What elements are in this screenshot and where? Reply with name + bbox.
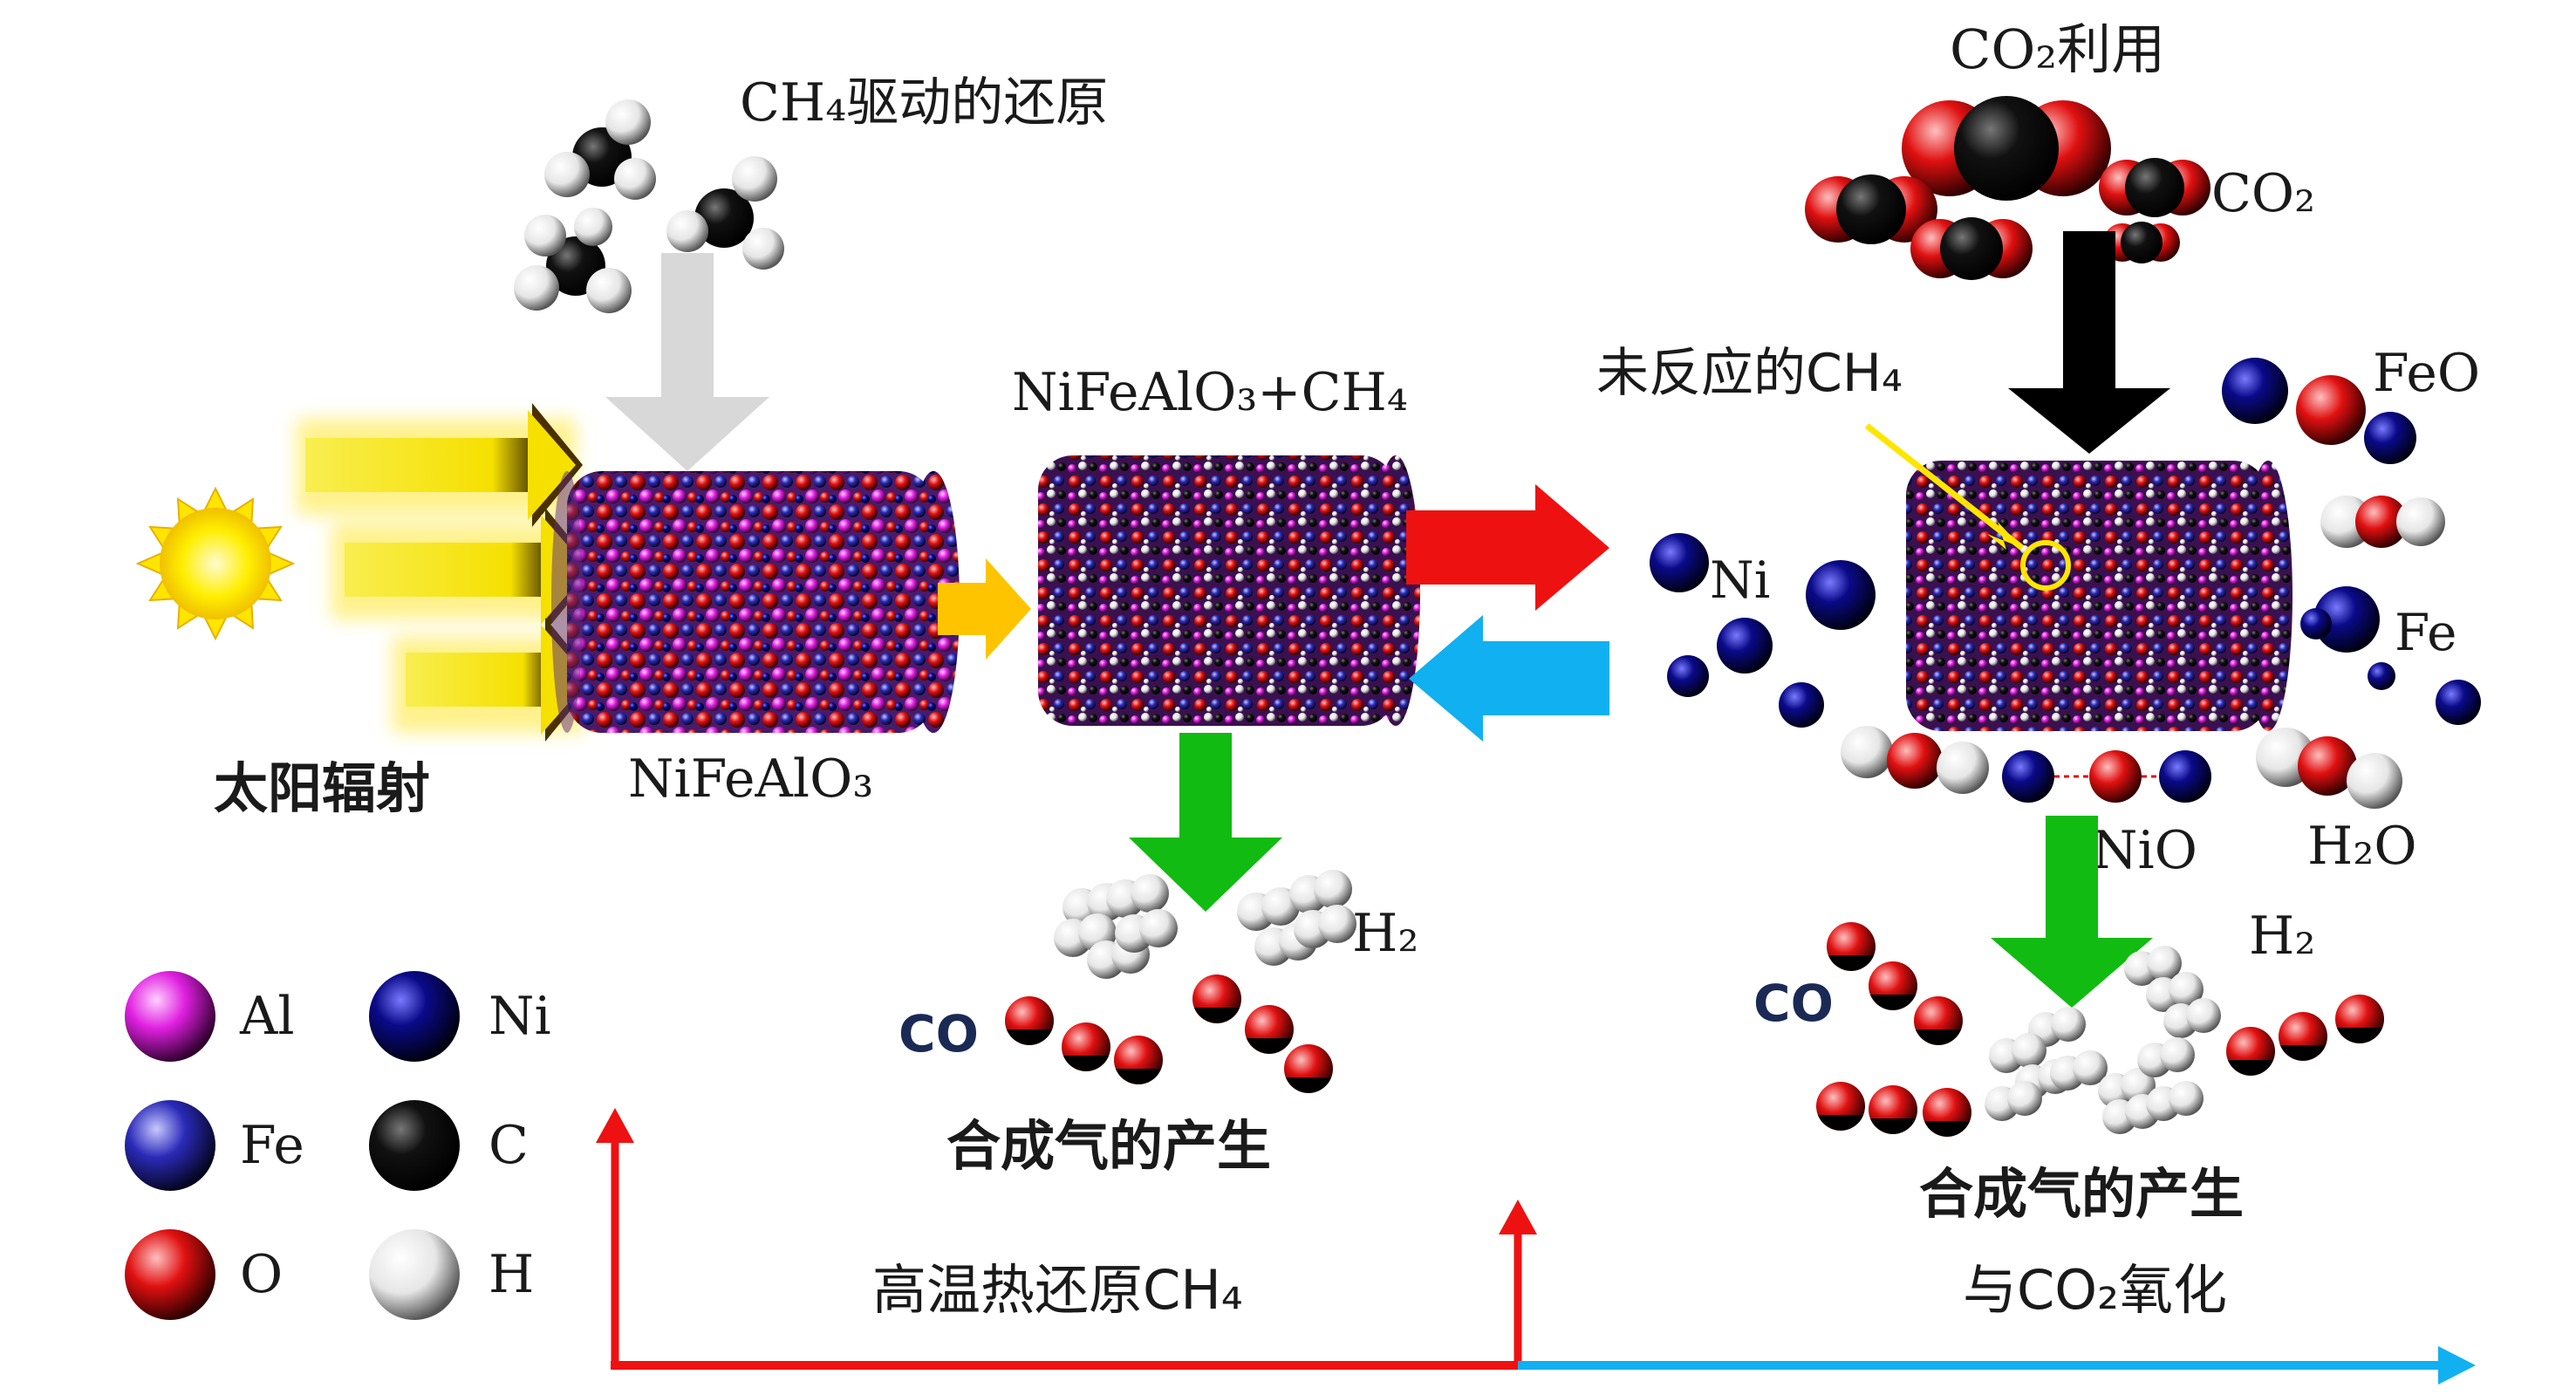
legend-item-c: C — [369, 1100, 529, 1191]
red-right-arrow — [1406, 484, 1609, 611]
fe-atoms — [2300, 586, 2481, 725]
label-fe: Fe — [2395, 603, 2456, 662]
legend-item-al: Al — [125, 971, 295, 1062]
label-syngas-right: 合成气的产生 — [1919, 1162, 2244, 1226]
h2o-molecule-right — [2256, 728, 2402, 809]
h2-molecules-right — [1985, 946, 2221, 1134]
label-catalyst: NiFeAlO₃ — [628, 749, 873, 810]
label-ch4-reduction: CH₄驱动的还原 — [740, 72, 1108, 133]
label-nio: NiO — [2092, 820, 2197, 881]
gray-down-arrow — [605, 253, 769, 471]
label-bottom-right: 与CO₂氧化 — [1963, 1258, 2227, 1322]
blue-left-arrow — [1409, 615, 1609, 742]
svg-text:O: O — [240, 1244, 283, 1305]
orange-arrow — [938, 558, 1031, 660]
ch4-molecule — [544, 99, 656, 200]
unreacted-ch4-marker — [2020, 540, 2071, 591]
label-h2-right: H₂ — [2249, 906, 2315, 967]
green-down-arrow-left — [1129, 733, 1282, 912]
co-molecules-right — [1816, 922, 2384, 1137]
solar-arrows — [297, 403, 596, 742]
label-catalyst-ch4: NiFeAlO₃+CH₄ — [1012, 362, 1408, 423]
co-molecules-left — [1005, 974, 1333, 1093]
label-bottom-left: 高温热还原CH₄ — [872, 1258, 1243, 1322]
label-solar: 太阳辐射 — [214, 756, 430, 820]
h2o-molecule-left — [1841, 726, 1989, 794]
legend-item-h: H — [369, 1229, 534, 1320]
label-unreacted: 未反应的CH₄ — [1596, 343, 1903, 404]
svg-text:Fe: Fe — [240, 1115, 304, 1176]
label-co-right: CO — [1753, 974, 1834, 1033]
label-co-left: CO — [899, 1004, 979, 1063]
ch4-molecule — [514, 208, 632, 313]
co2-molecules — [1805, 96, 2210, 280]
bottom-blue-arrow — [1518, 1346, 2476, 1385]
label-syngas-left: 合成气的产生 — [946, 1114, 1271, 1178]
ni-atoms — [1650, 533, 1876, 728]
unreacted-ch4-pointer — [1864, 423, 2025, 550]
label-co2: CO₂ — [2211, 163, 2315, 224]
ch4-molecule — [666, 156, 784, 270]
solar-arrow-1 — [305, 403, 583, 527]
catalyst-nifealo3-ch4 — [1038, 455, 1420, 726]
black-down-arrow — [2008, 231, 2170, 454]
svg-text:Al: Al — [239, 986, 295, 1047]
svg-text:C: C — [489, 1115, 529, 1176]
legend: Al Fe O Ni C H — [125, 971, 551, 1320]
h2-molecules-left — [1054, 870, 1356, 979]
green-down-arrow-right — [1991, 816, 2153, 1008]
label-h2-left: H₂ — [1352, 903, 1418, 964]
legend-item-o: O — [125, 1229, 283, 1320]
catalyst-nifealo3 — [551, 471, 960, 733]
sun-icon — [135, 486, 296, 641]
legend-item-ni: Ni — [369, 971, 551, 1062]
nio-molecule — [2002, 750, 2211, 803]
legend-item-fe: Fe — [125, 1100, 304, 1191]
svg-text:H: H — [489, 1244, 534, 1305]
label-ni: Ni — [1710, 550, 1770, 610]
label-co2-use: CO₂利用 — [1950, 17, 2165, 81]
svg-text:Ni: Ni — [489, 986, 551, 1047]
bottom-red-bracket — [596, 1108, 1537, 1370]
feo-molecules — [2222, 358, 2445, 548]
ch4-molecules — [514, 99, 784, 313]
label-h2o: H₂O — [2307, 816, 2417, 877]
label-feo: FeO — [2373, 343, 2480, 404]
